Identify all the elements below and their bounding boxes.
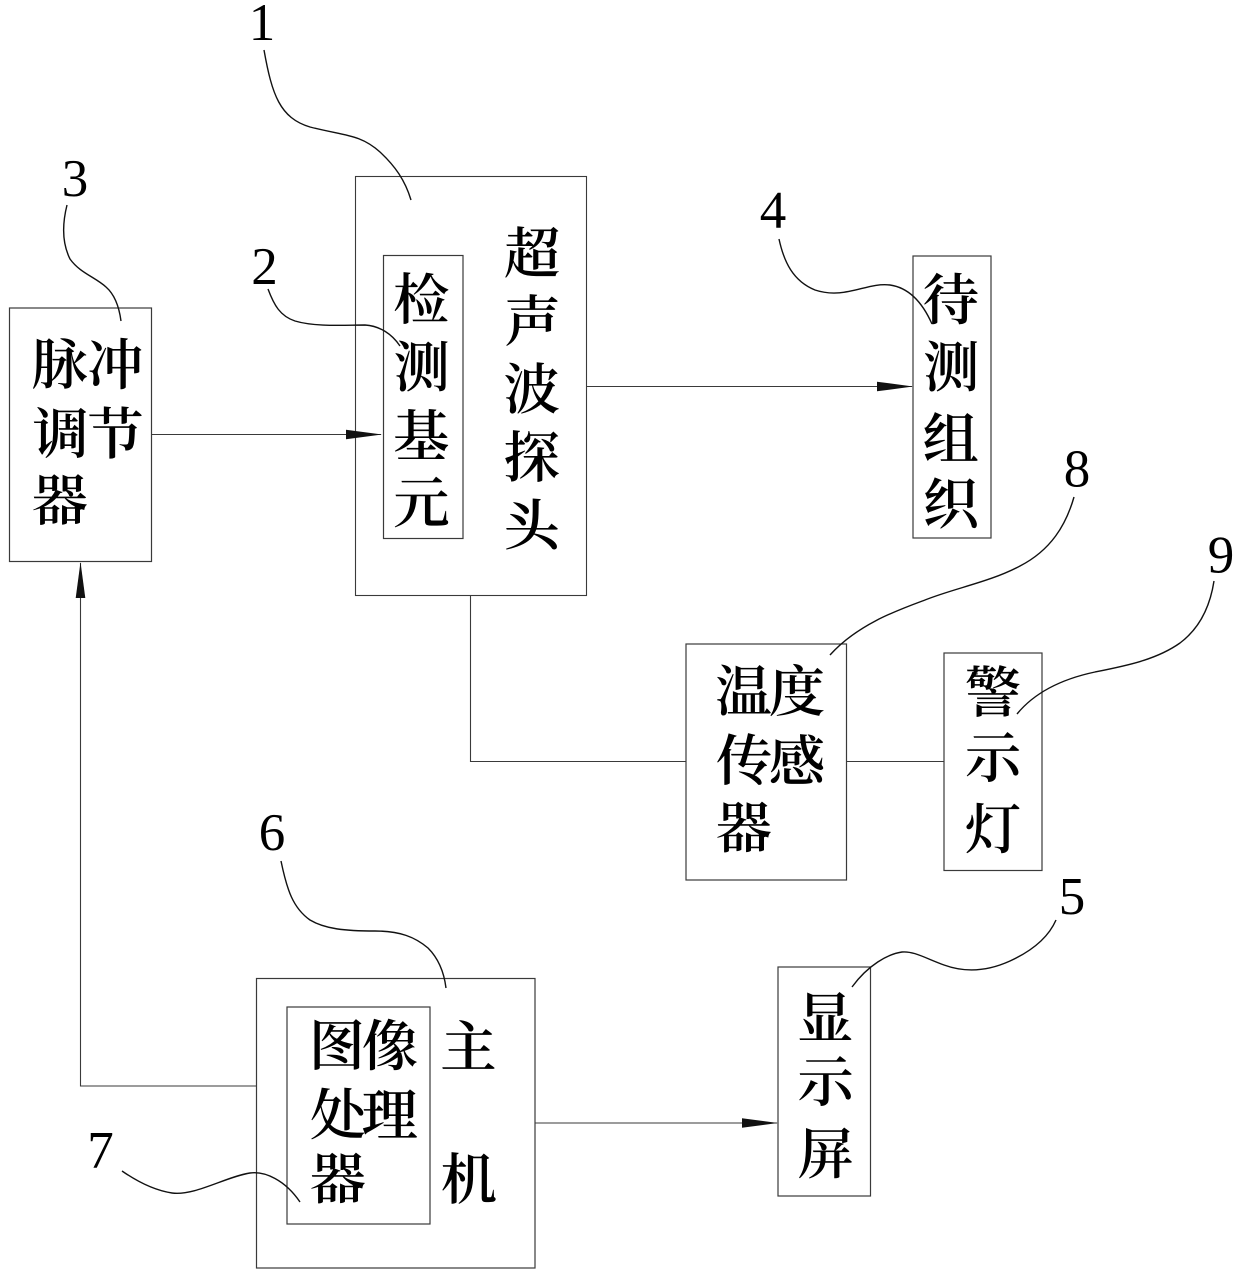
svg-text:2: 2 bbox=[251, 238, 278, 296]
svg-text:8: 8 bbox=[1064, 441, 1091, 499]
svg-text:6: 6 bbox=[259, 804, 286, 862]
svg-text:5: 5 bbox=[1059, 868, 1086, 926]
svg-text:3: 3 bbox=[62, 150, 89, 208]
svg-text:4: 4 bbox=[760, 182, 787, 240]
svg-text:7: 7 bbox=[87, 1122, 114, 1180]
svg-text:9: 9 bbox=[1208, 527, 1235, 585]
svg-text:1: 1 bbox=[249, 0, 276, 52]
